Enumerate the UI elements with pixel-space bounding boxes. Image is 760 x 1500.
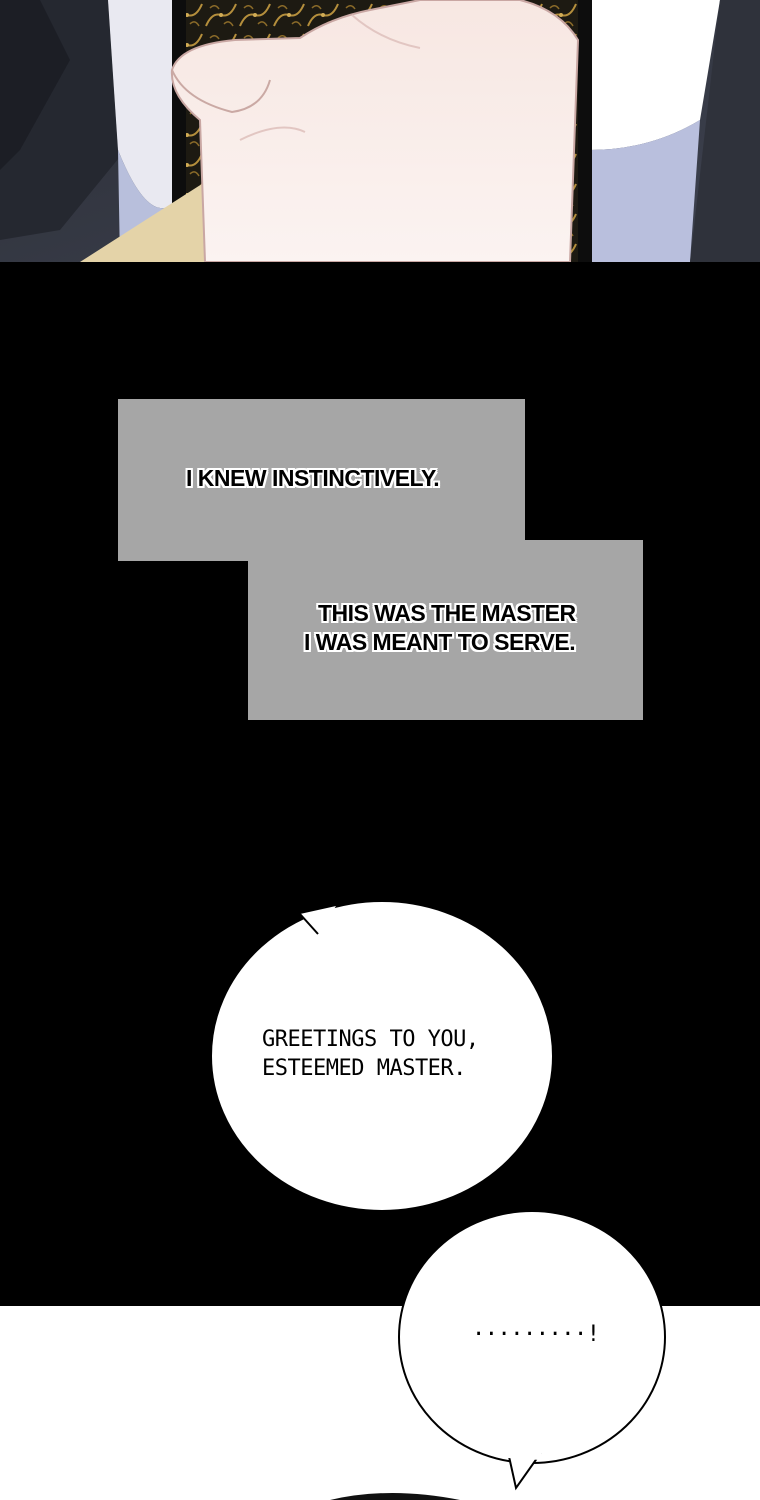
- narration-box-2: [248, 540, 643, 720]
- narration-text-2-line-1: THIS WAS THE MASTER: [318, 600, 576, 626]
- narration-box-1: [118, 399, 525, 561]
- speech-text-2: ·········!: [472, 1322, 600, 1347]
- hand-illustration-panel: [0, 0, 760, 262]
- narration-text-2-line-2: I WAS MEANT TO SERVE.: [304, 629, 576, 655]
- narration-text-1: I KNEW INSTINCTIVELY.: [186, 465, 440, 491]
- white-panel: [0, 1306, 760, 1500]
- hand-illustration: [0, 0, 760, 262]
- speech-text-1-line-1: GREETINGS TO YOU,: [262, 1027, 479, 1052]
- speech-text-1-line-2: ESTEEMED MASTER.: [262, 1056, 466, 1081]
